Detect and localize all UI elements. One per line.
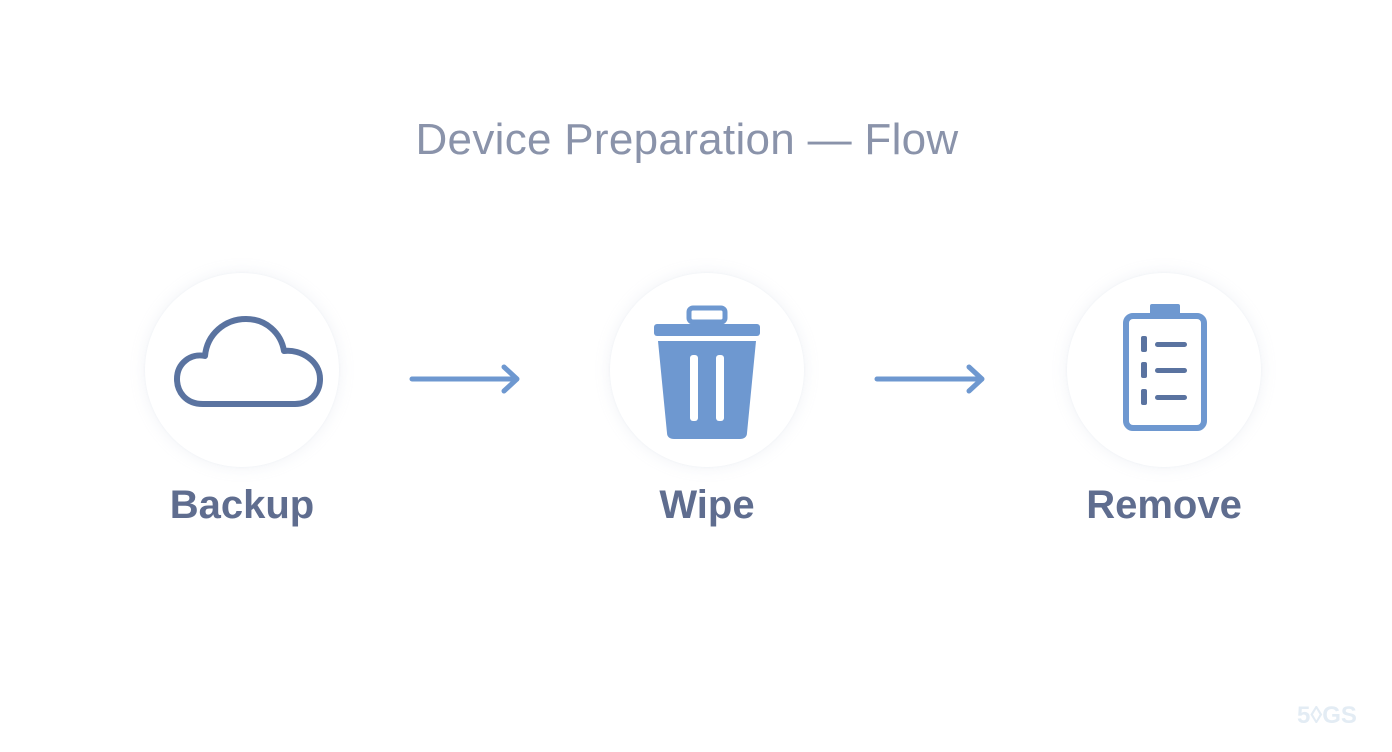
arrow-right-icon <box>874 364 985 394</box>
step-label: Backup <box>169 483 315 527</box>
page-title: Device Preparation — Flow <box>415 115 959 164</box>
clipboard-list-icon <box>1123 304 1207 431</box>
step-remove-circle <box>1067 273 1261 467</box>
step-wipe: Wipe <box>597 273 817 573</box>
step-remove: Remove <box>1054 273 1274 573</box>
step-label: Wipe <box>659 483 755 527</box>
step-wipe-circle <box>610 273 804 467</box>
step-label: Remove <box>1086 483 1242 527</box>
svg-text:5◊GS: 5◊GS <box>1297 702 1357 729</box>
step-backup-circle <box>145 273 339 467</box>
cloud-icon <box>174 316 323 407</box>
step-backup: Backup <box>132 273 352 573</box>
trash-icon <box>654 305 760 439</box>
arrow-right-icon <box>409 364 520 394</box>
logo-watermark: 5◊GS <box>1297 702 1357 729</box>
